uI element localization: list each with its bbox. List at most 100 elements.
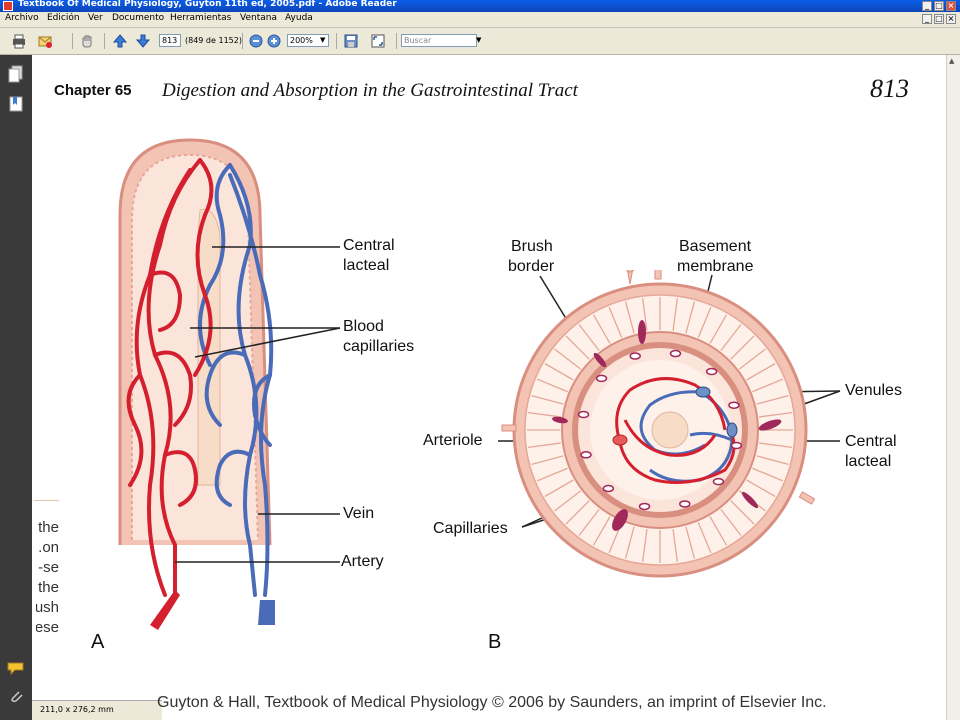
side-text-line: ush bbox=[36, 599, 59, 616]
maximize-button[interactable]: □ bbox=[934, 1, 944, 11]
villus-cell-boundary bbox=[752, 467, 784, 482]
page-size-label: 211,0 x 276,2 mm bbox=[40, 705, 114, 714]
villus-cell-boundary bbox=[641, 298, 648, 331]
status-bar: 211,0 x 276,2 mm bbox=[32, 700, 162, 720]
zoom-select[interactable]: 200% bbox=[287, 34, 329, 47]
chevron-down-icon[interactable]: ▼ bbox=[320, 36, 326, 44]
window-title: Textbook Of Medical Physiology, Guyton 1… bbox=[18, 0, 397, 9]
menu-archivo[interactable]: Archivo bbox=[5, 13, 39, 23]
hand-icon bbox=[82, 35, 92, 48]
villus-cell-boundary bbox=[709, 314, 728, 344]
panel-label-a: A bbox=[91, 631, 105, 653]
zoom-in-icon bbox=[267, 34, 281, 48]
villus-cell-boundary bbox=[730, 335, 755, 360]
menu-ver[interactable]: Ver bbox=[88, 13, 103, 23]
villus-cell-boundary bbox=[759, 442, 792, 449]
vertical-scrollbar[interactable]: ▲ bbox=[946, 55, 960, 720]
page-number-input[interactable]: 813 bbox=[159, 34, 181, 47]
capillary-cell bbox=[580, 451, 592, 459]
villus-cell-boundary bbox=[565, 335, 590, 360]
label-artery: Artery bbox=[341, 553, 384, 570]
villus-cell-boundary bbox=[685, 301, 696, 334]
panel-label-b: B bbox=[488, 631, 502, 653]
email-icon bbox=[38, 36, 52, 48]
page-count-label: (849 de 1152) bbox=[185, 36, 242, 45]
label-central-lacteal-b-2: lacteal bbox=[845, 453, 892, 470]
villus-cell-boundary bbox=[531, 394, 564, 405]
side-text-line: se- bbox=[38, 559, 59, 576]
villus-cell-boundary bbox=[672, 298, 679, 331]
menu-ventana[interactable]: Ventana bbox=[240, 13, 277, 23]
capillary-cell bbox=[629, 352, 641, 360]
label-venules: Venules bbox=[845, 382, 902, 399]
fit-icon bbox=[371, 34, 385, 48]
next-page-button[interactable] bbox=[134, 32, 152, 50]
capillary-cell bbox=[705, 367, 718, 376]
villus-cell-boundary bbox=[528, 442, 561, 449]
print-button[interactable] bbox=[10, 32, 28, 50]
prev-page-button[interactable] bbox=[111, 32, 129, 50]
email-button[interactable] bbox=[36, 32, 54, 50]
zoom-value: 200% bbox=[290, 36, 313, 45]
divider bbox=[34, 500, 59, 501]
navigation-pane bbox=[0, 55, 32, 720]
label-basement-membrane: Basement bbox=[679, 238, 752, 255]
villus-cell-boundary bbox=[536, 378, 568, 393]
side-text-line: ese bbox=[36, 619, 59, 636]
doc-minimize-button[interactable]: _ bbox=[922, 14, 932, 24]
villus-cell-boundary bbox=[738, 348, 766, 370]
villus-cell-boundary bbox=[685, 526, 696, 559]
attach-icon[interactable] bbox=[8, 688, 24, 704]
label-central-lacteal-a-2: lacteal bbox=[343, 257, 390, 274]
villus-cell-boundary bbox=[759, 411, 792, 418]
cross-section-illustration bbox=[501, 270, 816, 578]
villus-cell-boundary bbox=[752, 378, 784, 393]
capillary-cell bbox=[730, 441, 743, 450]
menu-ayuda[interactable]: Ayuda bbox=[285, 13, 313, 23]
capillary-cell bbox=[595, 374, 608, 383]
villus-cell-boundary bbox=[720, 324, 742, 352]
search-chevron-down-icon[interactable]: ▼ bbox=[476, 36, 482, 44]
hand-tool-button[interactable] bbox=[78, 32, 96, 50]
side-text-line: the bbox=[38, 579, 59, 596]
label-blood-capillaries-2: capillaries bbox=[343, 338, 415, 355]
zoom-in-button[interactable] bbox=[265, 32, 283, 50]
figure-credit: Guyton & Hall, Textbook of Medical Physi… bbox=[157, 694, 827, 711]
bookmarks-icon[interactable] bbox=[8, 95, 24, 113]
villus-cell-boundary bbox=[592, 314, 611, 344]
scroll-up-icon[interactable]: ▲ bbox=[949, 57, 955, 65]
fit-page-button[interactable] bbox=[369, 32, 387, 50]
villus-cell-boundary bbox=[565, 500, 590, 525]
doc-close-button[interactable]: × bbox=[946, 14, 956, 24]
menu-documento[interactable]: Documento bbox=[112, 13, 165, 23]
villus-cell-boundary bbox=[592, 516, 611, 546]
capillary-cell bbox=[577, 410, 590, 419]
villus-cell-boundary bbox=[554, 490, 582, 512]
save-button[interactable] bbox=[342, 32, 360, 50]
villus-cell-boundary bbox=[528, 411, 561, 418]
villus-cell-boundary bbox=[624, 301, 635, 334]
close-button[interactable]: × bbox=[946, 1, 956, 11]
villus-cell-boundary bbox=[578, 508, 600, 536]
label-central-lacteal-b: Central bbox=[845, 433, 897, 450]
minimize-button[interactable]: _ bbox=[922, 1, 932, 11]
title-bar: Textbook Of Medical Physiology, Guyton 1… bbox=[0, 0, 960, 12]
menu-herramientas[interactable]: Herramientas bbox=[170, 13, 232, 23]
comment-icon[interactable] bbox=[7, 661, 25, 675]
zoom-out-icon bbox=[249, 34, 263, 48]
label-blood-capillaries: Blood bbox=[343, 318, 384, 335]
villus-cell-boundary bbox=[746, 362, 776, 381]
villus-cell-boundary bbox=[544, 479, 574, 498]
villus-cell-boundary bbox=[720, 508, 742, 536]
doc-restore-button[interactable]: □ bbox=[934, 14, 944, 24]
search-input[interactable]: Buscar bbox=[401, 34, 477, 47]
menu-edicion[interactable]: Edición bbox=[47, 13, 80, 23]
adobe-reader-icon bbox=[3, 1, 13, 11]
pages-icon[interactable] bbox=[8, 65, 24, 83]
villus-cell-boundary bbox=[746, 479, 776, 498]
label-arteriole: Arteriole bbox=[423, 432, 483, 449]
page-number: 813 bbox=[870, 74, 909, 103]
label-vein: Vein bbox=[343, 505, 375, 522]
villus-cell-boundary bbox=[608, 306, 623, 338]
zoom-out-button[interactable] bbox=[247, 32, 265, 50]
